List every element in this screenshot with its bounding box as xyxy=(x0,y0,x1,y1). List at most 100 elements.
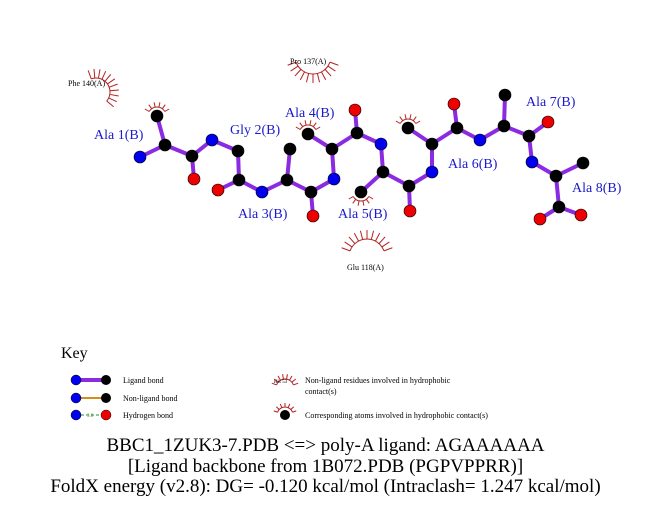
caption-line-2: [Ligand backbone from 1B072.PDB (PGPVPPR… xyxy=(127,456,524,477)
arc-curve xyxy=(295,61,331,75)
arc-curve xyxy=(399,118,417,124)
carbon-atom xyxy=(376,165,390,179)
nitrogen-atom xyxy=(133,150,147,164)
arc-spoke xyxy=(290,406,295,410)
arc-spoke xyxy=(109,89,119,92)
carbon-atom xyxy=(552,200,566,214)
key-nitrogen-atom xyxy=(70,409,82,421)
arc-spoke xyxy=(348,196,354,200)
carbon-atom xyxy=(231,144,245,158)
key-nitrogen-atom xyxy=(70,392,82,404)
arc-spoke xyxy=(368,196,374,200)
residue-label-ala1: Ala 1(B) xyxy=(94,128,144,143)
arc-spoke xyxy=(353,232,359,242)
carbon-atom xyxy=(522,129,536,143)
arc-spoke xyxy=(291,378,297,383)
arc-curve xyxy=(277,406,293,413)
carbon-atom xyxy=(402,179,416,193)
arc-spoke xyxy=(107,78,116,85)
carbon-atom xyxy=(425,137,439,151)
carbon-atom xyxy=(185,149,199,163)
oxygen-atom xyxy=(306,209,320,223)
atom-contact-arc xyxy=(395,114,421,124)
carbon-atom xyxy=(283,142,297,156)
residue-labels: Ala 1(B) Gly 2(B) Ala 3(B) Ala 4(B) Ala … xyxy=(94,95,622,222)
key-example-residue: His 53 xyxy=(274,380,288,385)
nitrogen-atom xyxy=(374,137,388,151)
arc-spoke xyxy=(271,382,277,386)
glu118-hydrophobic-arc xyxy=(341,230,393,252)
caption-line-1: BBC1_1ZUK3-7.PDB <=> poly-A ligand: AGAA… xyxy=(106,435,545,456)
ligand-bonds xyxy=(138,93,585,221)
key-non-ligand-bond-label: Non-ligand bond xyxy=(123,394,177,403)
residue-label-ala7: Ala 7(B) xyxy=(526,95,576,110)
arc-spoke xyxy=(299,122,304,128)
arc-spoke xyxy=(362,200,365,206)
key-carbon-atom xyxy=(101,393,111,403)
atom-contact-arc xyxy=(144,102,170,112)
arc-spoke xyxy=(290,65,299,72)
pro137-hydrophobic-arc xyxy=(287,61,339,83)
contact-residue-label-glu118: Glu 118(A) xyxy=(347,263,384,272)
arc-spoke xyxy=(294,69,302,77)
arc-spoke xyxy=(412,116,417,122)
arc-spoke xyxy=(315,126,321,130)
arc-spoke xyxy=(409,114,412,120)
arc-spoke xyxy=(287,403,291,408)
arc-spoke xyxy=(158,102,161,108)
carbon-atom xyxy=(232,173,246,187)
residue-label-ala6: Ala 6(B) xyxy=(448,157,498,172)
atom-contact-arc xyxy=(295,120,321,130)
carbon-atom xyxy=(450,121,464,135)
arc-spoke xyxy=(324,69,332,77)
arc-spoke xyxy=(273,378,279,383)
key-title: Key xyxy=(61,345,88,362)
arc-spoke xyxy=(404,114,407,120)
residue-label-ala5: Ala 5(B) xyxy=(338,207,388,222)
arc-curve xyxy=(299,124,317,130)
arc-spoke xyxy=(359,230,364,240)
arc-spoke xyxy=(273,410,278,413)
arc-curve xyxy=(276,378,294,386)
carbon-atom xyxy=(497,119,511,133)
arc-spoke xyxy=(299,71,305,81)
key-hydrophobic-atom-arc xyxy=(273,403,297,413)
carbon-atom xyxy=(350,126,364,140)
arc-spoke xyxy=(344,241,353,248)
nitrogen-atom xyxy=(205,133,219,147)
oxygen-atom xyxy=(187,172,201,186)
carbon-atom xyxy=(301,127,315,141)
contact-residue-labels: Phe 140(A) Pro 137(A) Glu 118(A) xyxy=(68,57,384,272)
arc-spoke xyxy=(395,120,401,124)
arc-spoke xyxy=(304,120,307,126)
arc-spoke xyxy=(316,73,321,83)
arc-spoke xyxy=(292,410,297,413)
key-carbon-atom xyxy=(280,410,290,420)
arc-spoke xyxy=(148,104,153,110)
atom-contact-arc xyxy=(348,196,374,206)
residue-label-ala4: Ala 4(B) xyxy=(285,106,335,121)
nitrogen-atom xyxy=(327,172,341,186)
arc-spoke xyxy=(321,71,327,81)
arc-spoke xyxy=(365,198,370,204)
oxygen-atom xyxy=(541,115,555,129)
arc-spoke xyxy=(275,406,280,410)
arc-spoke xyxy=(97,69,101,79)
arc-spoke xyxy=(279,403,283,408)
arc-spoke xyxy=(93,69,96,79)
arc-spoke xyxy=(287,61,297,66)
nitrogen-atom xyxy=(473,133,487,147)
key-ligand-bond-label: Ligand bond xyxy=(123,376,164,385)
arc-spoke xyxy=(375,232,381,242)
carbon-atom xyxy=(401,121,415,135)
carbon-atom xyxy=(150,109,164,123)
oxygen-atom xyxy=(447,97,461,111)
contact-residue-label-pro137: Pro 137(A) xyxy=(290,57,327,66)
key-carbon-atom xyxy=(101,375,111,385)
nitrogen-atom xyxy=(425,165,439,179)
key-nitrogen-atom xyxy=(70,374,82,386)
phe140-hydrophobic-arc xyxy=(87,69,119,108)
arc-spoke xyxy=(305,73,310,83)
arc-spoke xyxy=(295,126,301,130)
